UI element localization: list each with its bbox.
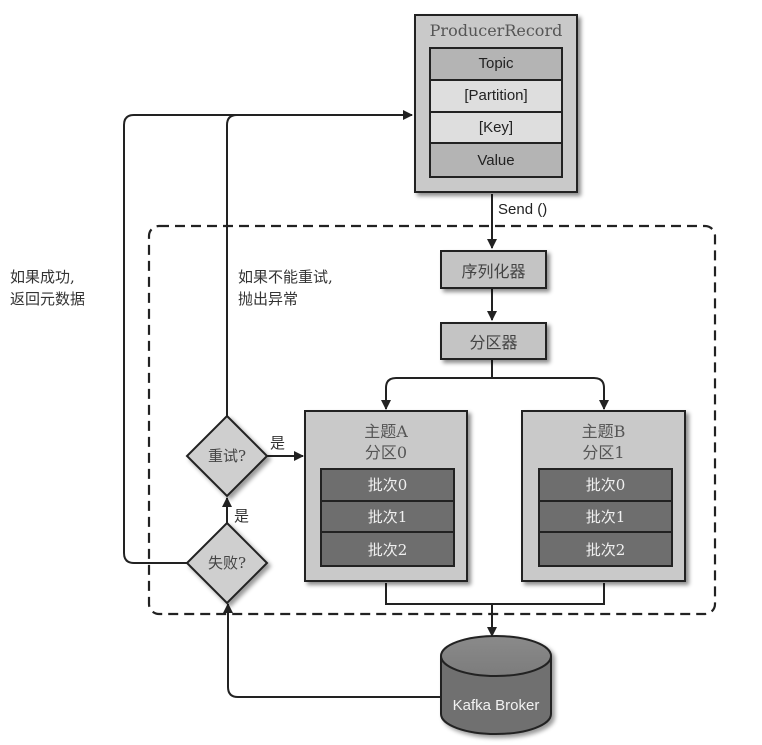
success-annotation-line2: 返回元数据 [10,290,86,308]
success-annotation-line1: 如果成功, [10,268,75,286]
partitions-merge-connector [385,583,605,634]
send-label: Send () [498,201,548,218]
producer-record-box: ProducerRecord Topic [Partition] [Key] V… [414,14,578,193]
retry-decision-diamond [185,414,269,498]
failed-decision-diamond [185,521,269,605]
batch-item: 批次1 [322,501,453,534]
partitioner-split-connector [385,360,605,408]
producer-record-fields: Topic [Partition] [Key] Value [429,47,563,178]
field-partition: [Partition] [431,80,561,113]
kafka-broker-cylinder [440,635,552,735]
noretry-annotation-line2: 抛出异常 [238,290,299,308]
partitioner-box: 分区器 [440,322,547,360]
partition-b-topic: 主题B [581,422,626,441]
partition-b-box: 主题B 分区1 批次0 批次1 批次2 [521,410,686,582]
partition-b-batches: 批次0 批次1 批次2 [538,468,673,567]
batch-item: 批次2 [322,533,453,565]
broker-response-connector [223,603,440,698]
partition-b-partition: 分区1 [582,443,625,462]
partition-a-box: 主题A 分区0 批次0 批次1 批次2 [304,410,468,582]
success-return-connector [123,110,413,564]
batch-item: 批次0 [322,470,453,502]
producer-record-title: ProducerRecord [429,21,563,40]
kafka-broker-label: Kafka Broker [452,697,540,714]
failed-yes-label: 是 [234,507,250,525]
field-value: Value [431,144,561,176]
retry-yes-label: 是 [270,434,286,452]
batch-item: 批次2 [540,533,671,565]
serializer-box: 序列化器 [440,250,547,289]
field-topic: Topic [431,49,561,81]
batch-item: 批次0 [540,470,671,502]
partition-a-batches: 批次0 批次1 批次2 [320,468,455,567]
partition-a-partition: 分区0 [364,443,408,462]
retry-decision-label: 重试? [207,447,247,465]
batch-item: 批次1 [540,501,671,534]
noretry-annotation-line1: 如果不能重试, [238,268,333,286]
producer-boundary [147,224,717,616]
failed-decision-label: 失败? [207,554,247,572]
field-key: [Key] [431,112,561,145]
exception-return-connector [226,114,238,416]
partition-a-topic: 主题A [364,422,408,441]
